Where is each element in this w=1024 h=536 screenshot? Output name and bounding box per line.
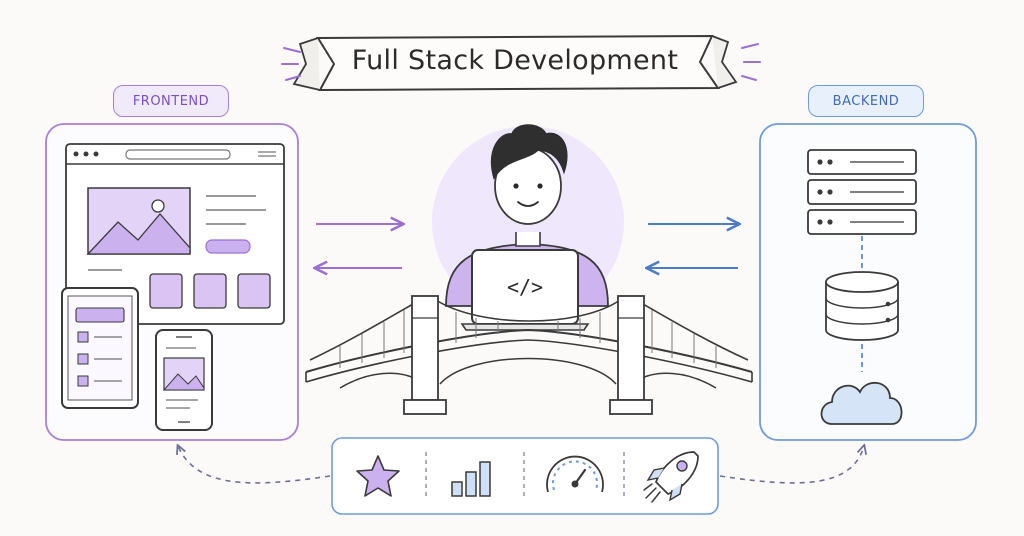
frontend-label: FRONTEND bbox=[113, 85, 229, 117]
speedometer-icon bbox=[546, 455, 604, 493]
tablet-device bbox=[61, 287, 139, 409]
backend-panel bbox=[759, 123, 977, 441]
curly-hair bbox=[490, 124, 568, 180]
backend-label: BACKEND bbox=[808, 85, 924, 117]
bar-chart-icon bbox=[451, 461, 491, 497]
cta-button-sketch bbox=[205, 239, 251, 254]
cloud-icon bbox=[820, 382, 903, 425]
browser-window bbox=[65, 143, 285, 325]
frontend-panel bbox=[45, 123, 299, 441]
tools-bar bbox=[331, 437, 719, 515]
server-rack-icon bbox=[807, 149, 917, 235]
title-banner bbox=[281, 34, 761, 92]
phone-device bbox=[155, 329, 213, 431]
developer-figure bbox=[432, 124, 624, 331]
feedback-arrow-backend bbox=[719, 446, 864, 484]
backend-arrows bbox=[648, 224, 738, 268]
rocket-icon bbox=[643, 451, 699, 503]
page-title: Full Stack Development bbox=[351, 44, 679, 76]
database-icon bbox=[825, 271, 899, 341]
laptop-icon bbox=[460, 249, 590, 331]
star-icon bbox=[356, 455, 400, 497]
banner-sparkles bbox=[281, 43, 761, 81]
code-symbol: </> bbox=[507, 275, 543, 299]
feedback-arrow-frontend bbox=[178, 446, 331, 484]
frontend-arrows bbox=[316, 224, 402, 268]
bridge-illustration bbox=[305, 295, 753, 415]
